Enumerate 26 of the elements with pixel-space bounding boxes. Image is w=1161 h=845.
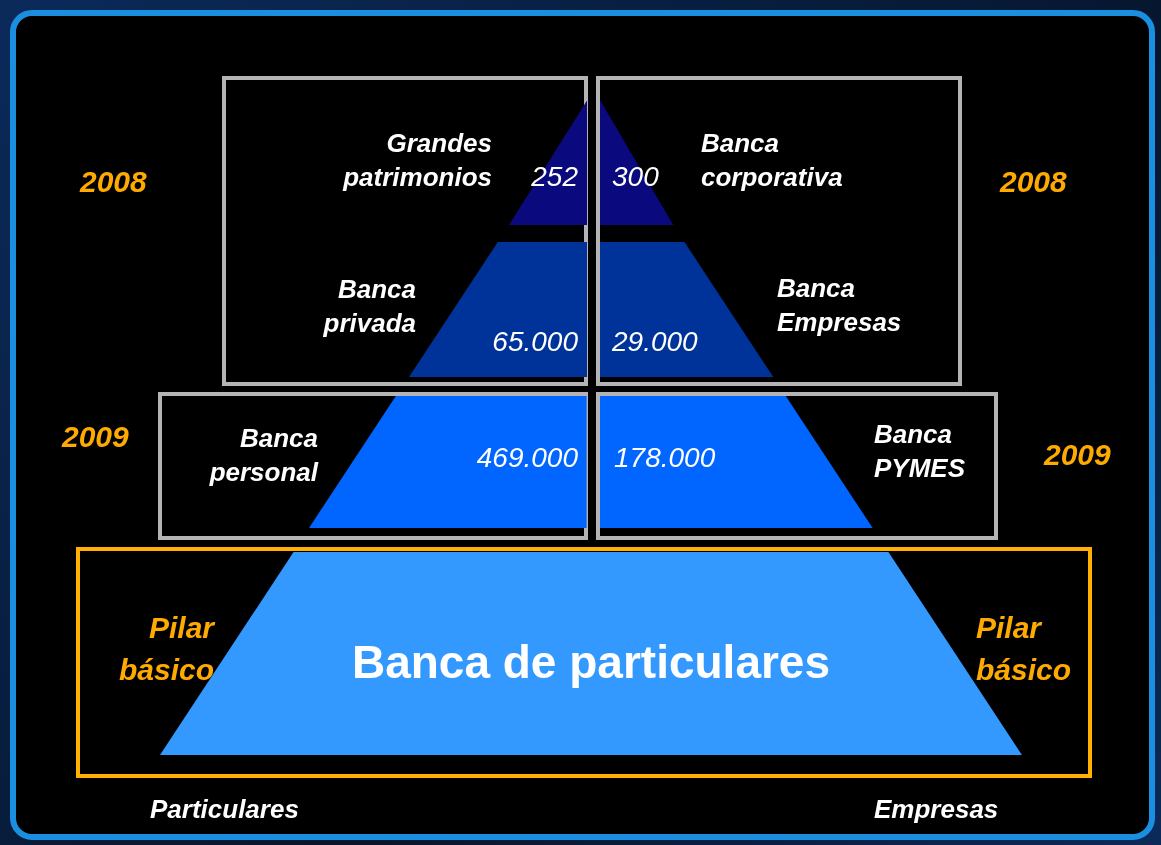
segment-value: 469.000 [475, 441, 578, 475]
segment-label: Banca Empresas [777, 272, 903, 339]
frame-box [596, 76, 962, 386]
segment-value: 65.000 [491, 325, 578, 359]
year-label: 2009 [1044, 437, 1112, 473]
segment-label: Banca corporativa [701, 127, 844, 194]
segment-value: 29.000 [612, 325, 699, 359]
pillar-label: Pilar básico [117, 610, 214, 688]
segment-label: Banca personal [208, 422, 318, 489]
frame-box [596, 392, 998, 540]
year-label: 2008 [1000, 164, 1068, 200]
segment-label: Banca PYMES [874, 418, 967, 485]
segment-value: Banca de particulares [350, 635, 832, 690]
segment-label: Grandes patrimonios [341, 127, 492, 194]
frame-box [158, 392, 588, 540]
year-label: 2009 [62, 419, 130, 455]
segment-value: 252 [530, 160, 578, 194]
segment-caption: Empresas [874, 793, 1000, 826]
pillar-label: Pilar básico [976, 610, 1073, 688]
segment-label: Banca privada [322, 273, 416, 340]
year-label: 2008 [80, 164, 148, 200]
segment-caption: Particulares [150, 793, 300, 826]
frame-box [222, 76, 588, 386]
segment-value: 178.000 [614, 441, 717, 475]
frame-box [76, 547, 1092, 778]
segment-value: 300 [612, 160, 660, 194]
